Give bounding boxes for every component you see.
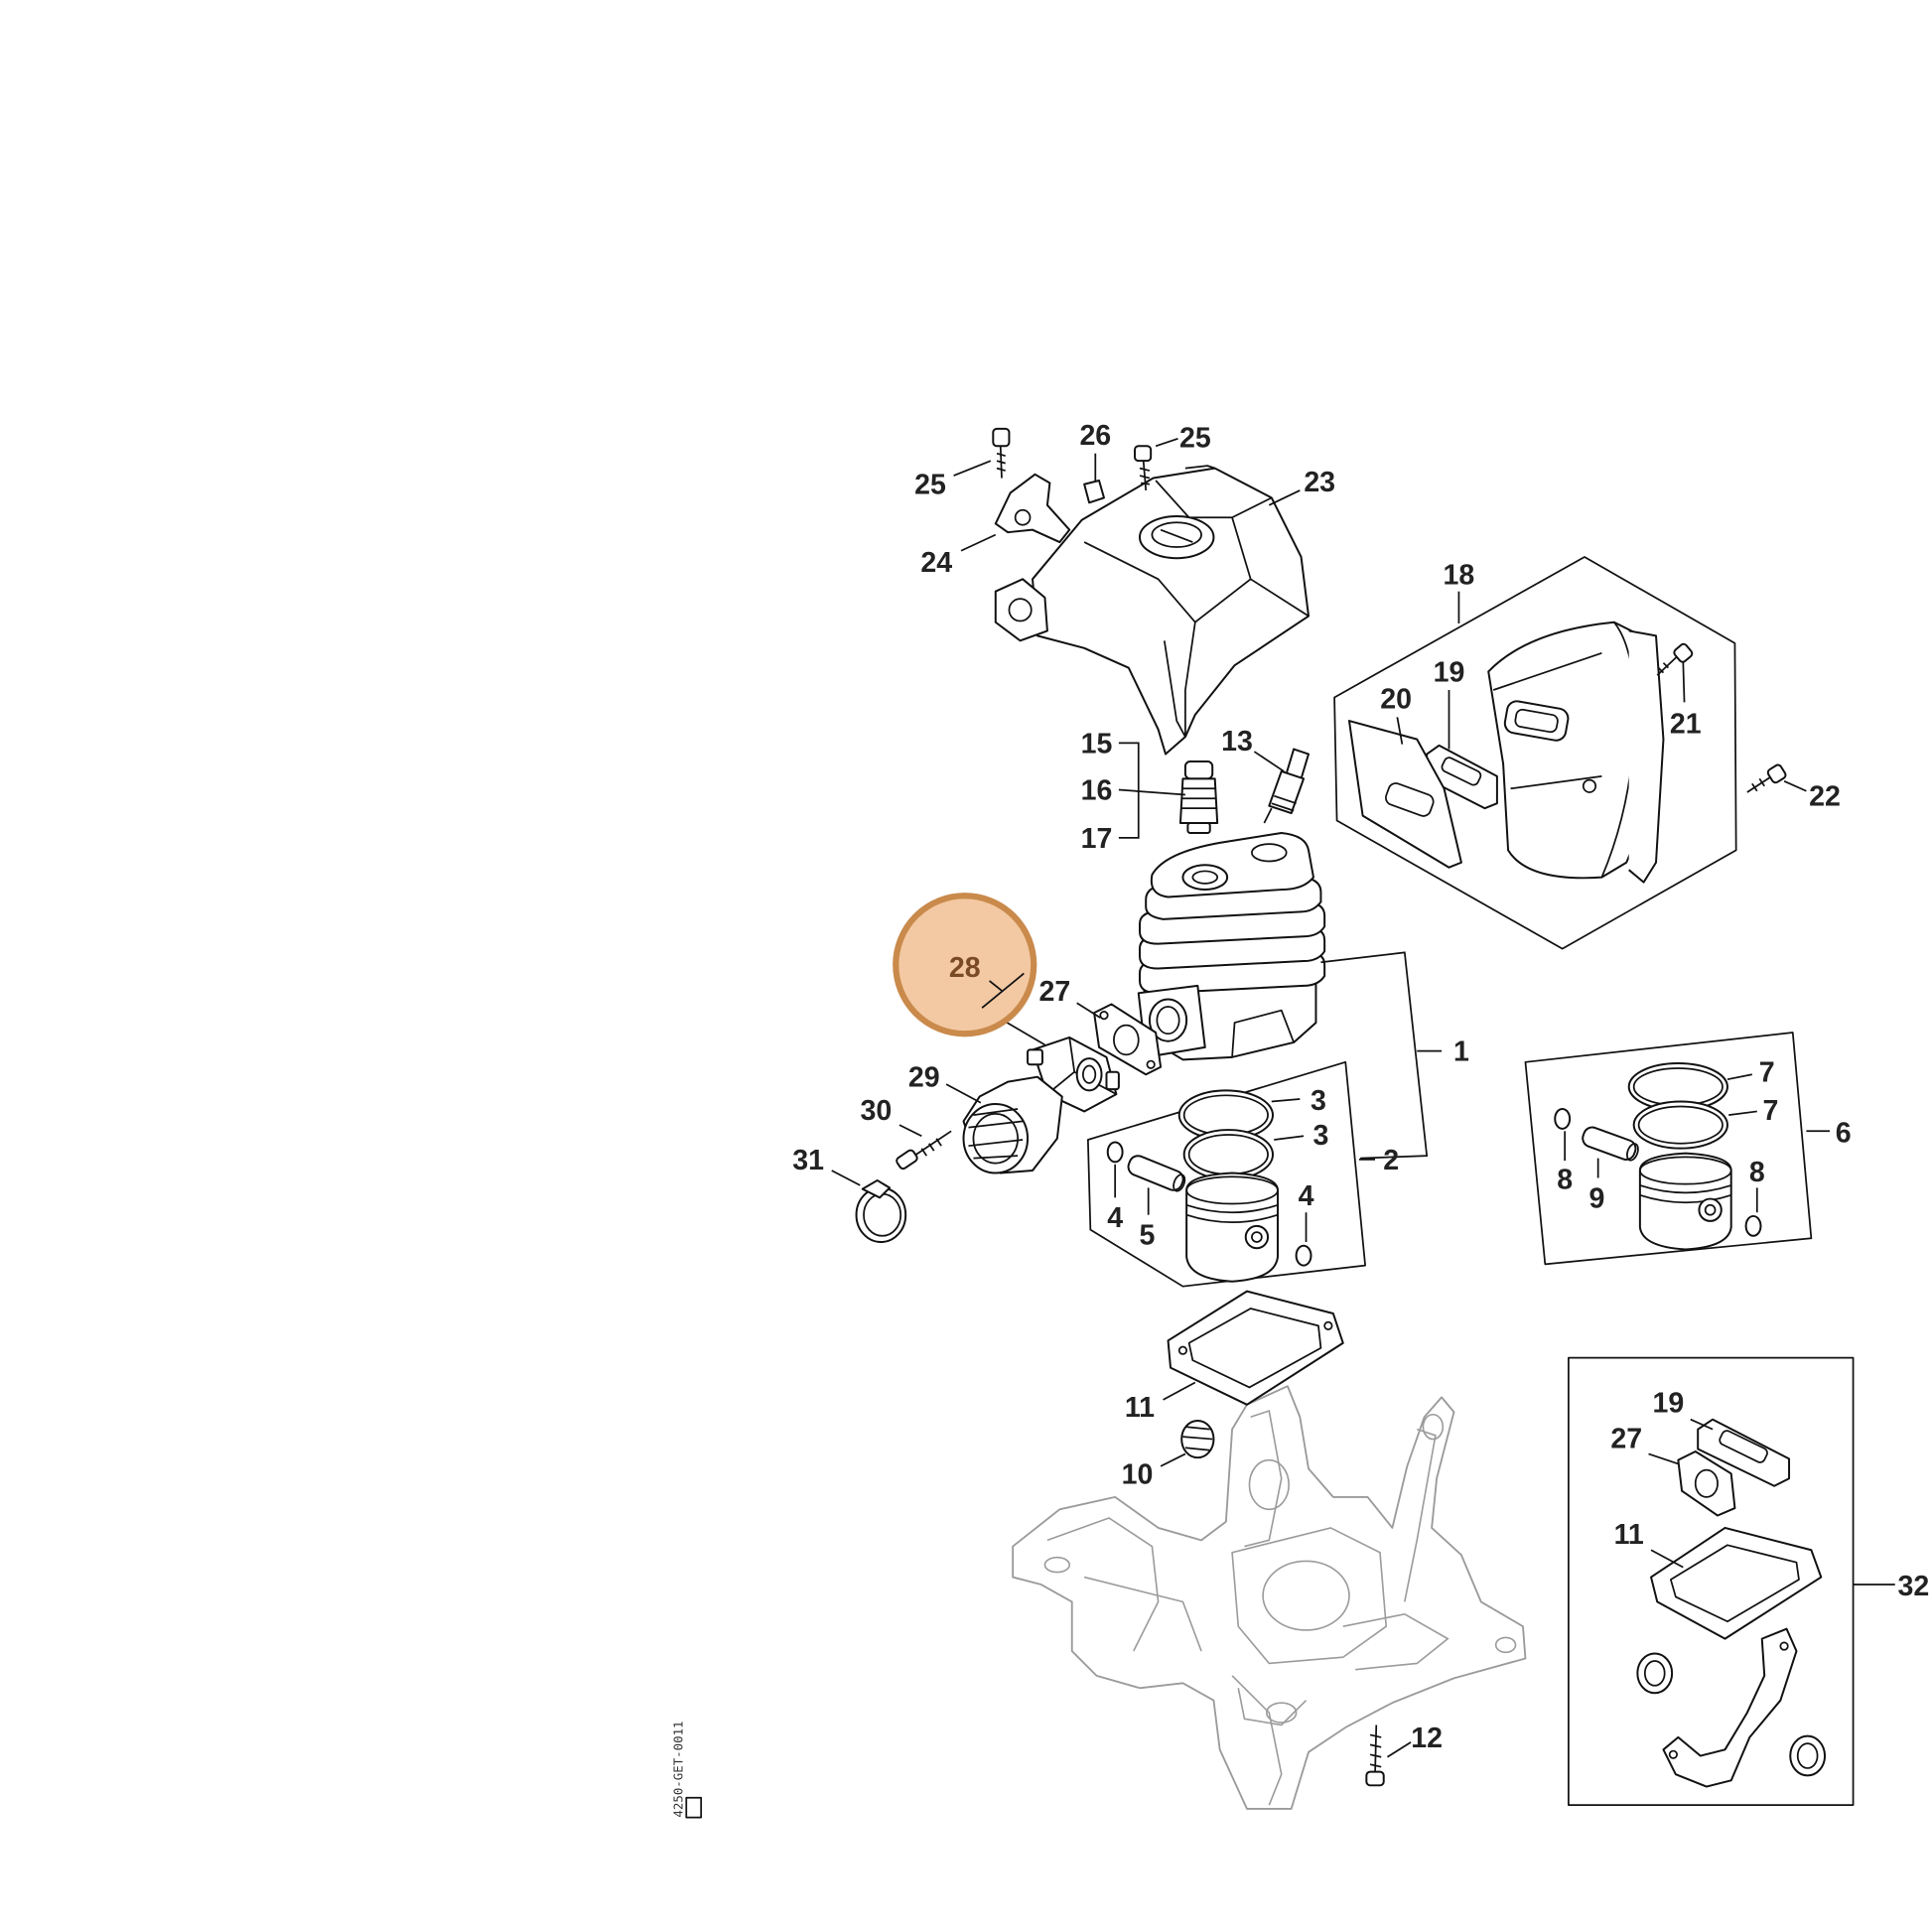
gasket-27: [1093, 1003, 1163, 1076]
callout-26[interactable]: 26: [1079, 420, 1111, 452]
callout-labels: 25 26 25 23 24 18 19 20 21 22 15 16 17 1…: [792, 420, 1929, 1754]
circlip-4-right: [1295, 1244, 1312, 1267]
spark-plug-13: [1263, 748, 1311, 824]
intake-manifold-29: [962, 1075, 1063, 1174]
circlip-8-right: [1744, 1214, 1762, 1237]
piston-pin-5: [1127, 1155, 1186, 1192]
highlight-leader: [981, 972, 1025, 1009]
callout-20[interactable]: 20: [1380, 684, 1412, 716]
seal-ring-right: [1789, 1734, 1827, 1777]
spark-plug-boot: [1178, 759, 1219, 834]
callout-17[interactable]: 17: [1081, 823, 1113, 855]
piston: [1185, 1172, 1279, 1283]
highlight-circle-28[interactable]: [893, 893, 1037, 1037]
callout-21[interactable]: 21: [1670, 708, 1702, 740]
screw-30: [896, 1130, 952, 1171]
callout-7-upper[interactable]: 7: [1759, 1057, 1775, 1089]
needle-bearing-10: [1180, 1419, 1215, 1459]
crankcase: [1012, 1385, 1527, 1810]
leader-lines: [831, 437, 1895, 1758]
callout-19-set[interactable]: 19: [1653, 1387, 1685, 1419]
piston-pin-9: [1582, 1126, 1639, 1162]
callout-28-highlighted[interactable]: 28: [949, 952, 981, 984]
callout-8-left[interactable]: 8: [1557, 1165, 1573, 1196]
callout-4-right[interactable]: 4: [1299, 1180, 1314, 1212]
circlip-8-left: [1554, 1107, 1572, 1130]
cylinder: [1137, 831, 1326, 1061]
screw-25-right: [1134, 445, 1153, 491]
crankcase-gasket: [1662, 1627, 1798, 1788]
callout-25-left[interactable]: 25: [914, 470, 946, 501]
piston-ring-6-lower: [1632, 1100, 1728, 1150]
gasket-set-27: [1677, 1449, 1736, 1517]
seal-ring-left: [1636, 1652, 1674, 1695]
callout-31[interactable]: 31: [792, 1145, 824, 1176]
piston-6: [1638, 1152, 1732, 1251]
callout-30[interactable]: 30: [861, 1095, 893, 1127]
callout-25-right[interactable]: 25: [1179, 423, 1211, 455]
gasket-set-19: [1697, 1418, 1791, 1487]
bracket-24: [994, 473, 1071, 544]
screw-21: [1656, 642, 1694, 676]
gasket-set-11: [1650, 1526, 1823, 1640]
callout-7-lower[interactable]: 7: [1762, 1095, 1778, 1127]
drawing-code-badge: [685, 1796, 703, 1819]
callout-18[interactable]: 18: [1444, 559, 1475, 591]
gasket-set-frame: [1568, 1356, 1855, 1807]
piston-group-6-frame: [1524, 1032, 1813, 1266]
callout-3-lower[interactable]: 3: [1312, 1120, 1328, 1152]
callout-11-set[interactable]: 11: [1614, 1519, 1644, 1551]
callout-2[interactable]: 2: [1383, 1145, 1399, 1176]
piston-group-2-frame: [1086, 1060, 1366, 1288]
callout-13[interactable]: 13: [1221, 726, 1253, 758]
callout-16[interactable]: 16: [1081, 774, 1113, 806]
drawing-code: 4250-GET-0011: [671, 1721, 686, 1817]
piston-ring-lower: [1182, 1129, 1275, 1180]
callout-19[interactable]: 19: [1434, 656, 1465, 688]
callout-23[interactable]: 23: [1304, 467, 1335, 498]
heat-shield-20: [1347, 720, 1462, 869]
circlip-4-left: [1106, 1141, 1124, 1164]
callout-15[interactable]: 15: [1081, 728, 1113, 759]
hose-clamp-31: [855, 1178, 907, 1243]
screw-12: [1365, 1725, 1385, 1787]
callout-32[interactable]: 32: [1898, 1571, 1930, 1602]
callout-12[interactable]: 12: [1411, 1723, 1443, 1754]
callout-22[interactable]: 22: [1809, 781, 1841, 813]
cylinder-base-gasket-11: [1167, 1290, 1344, 1406]
callout-10[interactable]: 10: [1122, 1458, 1154, 1490]
callout-27-set[interactable]: 27: [1610, 1423, 1642, 1454]
muffler-group-frame: [1333, 556, 1737, 950]
muffler: [1487, 621, 1665, 884]
callout-3-upper[interactable]: 3: [1311, 1085, 1326, 1117]
callout-11[interactable]: 11: [1125, 1392, 1155, 1424]
callout-6[interactable]: 6: [1836, 1117, 1852, 1149]
callout-9[interactable]: 9: [1588, 1182, 1604, 1214]
callout-5[interactable]: 5: [1140, 1219, 1156, 1251]
callout-8-right[interactable]: 8: [1749, 1157, 1765, 1188]
shroud-cover: [994, 465, 1311, 756]
callout-27[interactable]: 27: [1038, 976, 1070, 1008]
callout-4-left[interactable]: 4: [1107, 1202, 1123, 1234]
clip-26: [1083, 480, 1105, 504]
screw-22: [1746, 763, 1787, 793]
screw-25-left: [992, 427, 1011, 479]
callout-24[interactable]: 24: [920, 547, 952, 579]
callout-1[interactable]: 1: [1453, 1036, 1469, 1068]
callout-29[interactable]: 29: [908, 1062, 940, 1094]
